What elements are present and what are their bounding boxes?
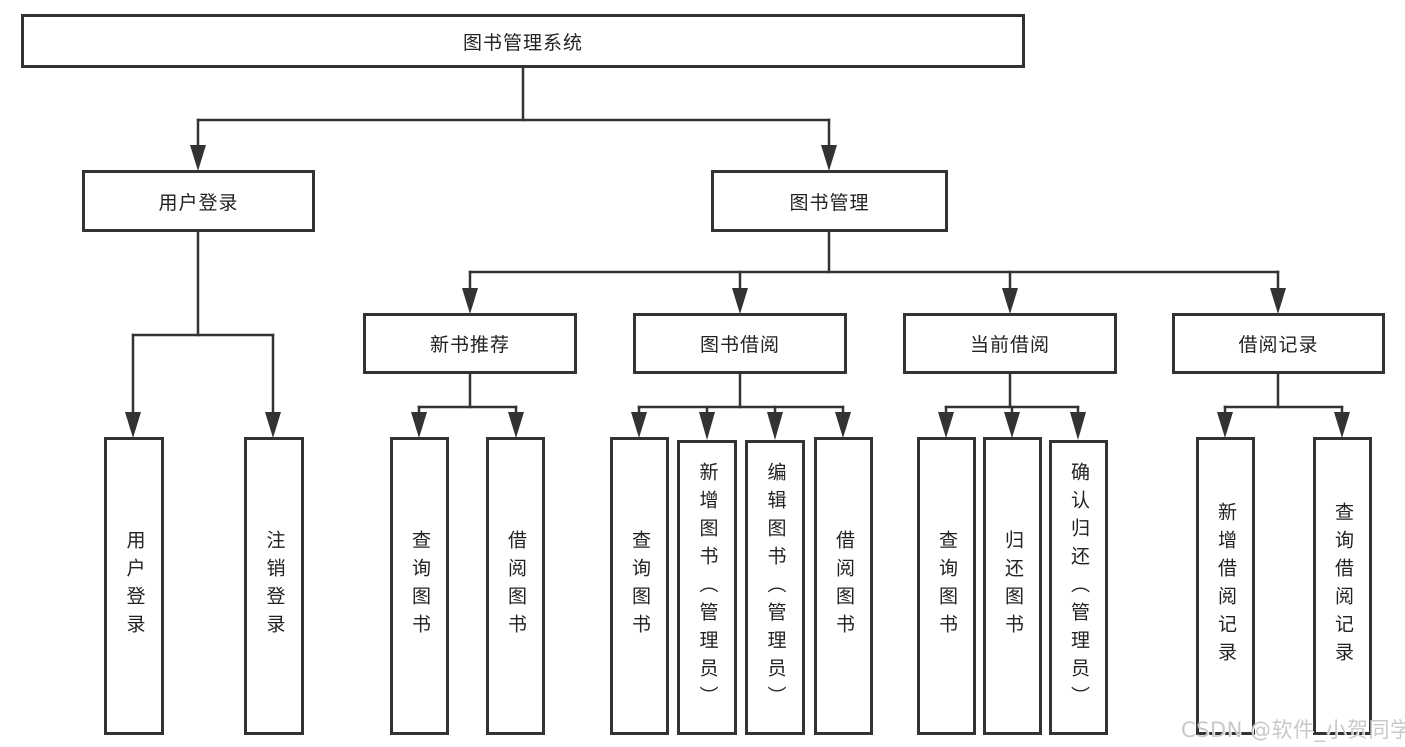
- node-label: 图书借阅: [699, 334, 780, 356]
- leaf-logout: 注销登录: [244, 437, 304, 735]
- node-label: 当前借阅: [969, 334, 1050, 356]
- node-label: 归还图书: [1002, 530, 1024, 642]
- node-label: 借阅记录: [1238, 334, 1319, 356]
- node-label: 用户登录: [123, 530, 146, 642]
- node-label: 图书管理系统: [462, 31, 583, 54]
- leaf-add-borrow-record: 新增借阅记录: [1196, 437, 1255, 735]
- node-root-system: 图书管理系统: [21, 14, 1025, 68]
- leaf-borrow-books-1: 借阅图书: [486, 437, 545, 735]
- node-book-management-branch: 图书管理: [711, 170, 948, 232]
- leaf-query-books-3: 查询图书: [917, 437, 976, 735]
- leaf-query-borrow-record: 查询借阅记录: [1313, 437, 1372, 735]
- leaf-user-login: 用户登录: [104, 437, 164, 735]
- leaf-add-books-admin: 新增图书（管理员）: [677, 440, 737, 735]
- leaf-borrow-books-2: 借阅图书: [814, 437, 873, 735]
- node-new-book-recommend: 新书推荐: [363, 313, 577, 374]
- node-label: 新增借阅记录: [1215, 502, 1237, 670]
- node-label: 新书推荐: [429, 334, 510, 356]
- node-label: 图书管理: [789, 191, 870, 214]
- node-label: 编辑图书（管理员）: [764, 461, 787, 714]
- csdn-watermark: CSDN @软件_小贺同学: [1181, 718, 1405, 742]
- node-label: 查询图书: [409, 530, 431, 642]
- leaf-edit-books-admin: 编辑图书（管理员）: [745, 440, 805, 735]
- node-borrow-records: 借阅记录: [1172, 313, 1385, 374]
- node-label: 新增图书（管理员）: [696, 461, 719, 714]
- node-label: 借阅图书: [505, 530, 527, 642]
- node-label: 查询借阅记录: [1332, 502, 1354, 670]
- node-label: 查询图书: [936, 530, 958, 642]
- node-current-borrow: 当前借阅: [903, 313, 1117, 374]
- leaf-confirm-return-admin: 确认归还（管理员）: [1049, 440, 1108, 735]
- node-book-borrow: 图书借阅: [633, 313, 847, 374]
- leaf-return-books: 归还图书: [983, 437, 1042, 735]
- node-label: 用户登录: [158, 191, 239, 214]
- node-label: 借阅图书: [833, 530, 855, 642]
- arrowhead-group: [125, 145, 1350, 440]
- node-label: 确认归还（管理员）: [1068, 461, 1090, 714]
- leaf-query-books-2: 查询图书: [610, 437, 669, 735]
- node-label: 查询图书: [629, 530, 651, 642]
- node-label: 注销登录: [263, 530, 286, 642]
- leaf-query-books-1: 查询图书: [390, 437, 449, 735]
- node-user-login-branch: 用户登录: [82, 170, 315, 232]
